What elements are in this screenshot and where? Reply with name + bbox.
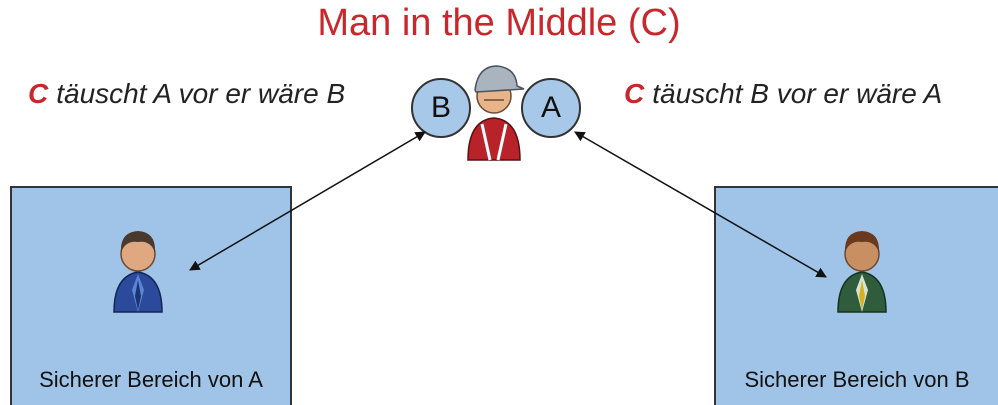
secure-zone-b-label: Sicherer Bereich von B: [744, 367, 970, 392]
user-a-person-icon: [113, 231, 163, 313]
user-b-person-icon: [837, 231, 887, 313]
right-caption-text: täuscht B vor er wäre A: [652, 78, 943, 109]
arrow-a-to-attacker: [189, 131, 426, 271]
impersonated-a-circle: A: [521, 78, 581, 138]
diagram-title: Man in the Middle (C): [317, 2, 681, 44]
impersonated-b-circle: B: [411, 78, 471, 138]
secure-zone-a-label: Sicherer Bereich von A: [39, 367, 263, 392]
arrow-attacker-to-b: [574, 131, 827, 278]
attacker-person-icon: [467, 65, 525, 161]
left-caption-actor: C: [28, 78, 49, 109]
right-caption-actor: C: [624, 78, 645, 109]
left-caption-text: täuscht A vor er wäre B: [56, 78, 346, 109]
